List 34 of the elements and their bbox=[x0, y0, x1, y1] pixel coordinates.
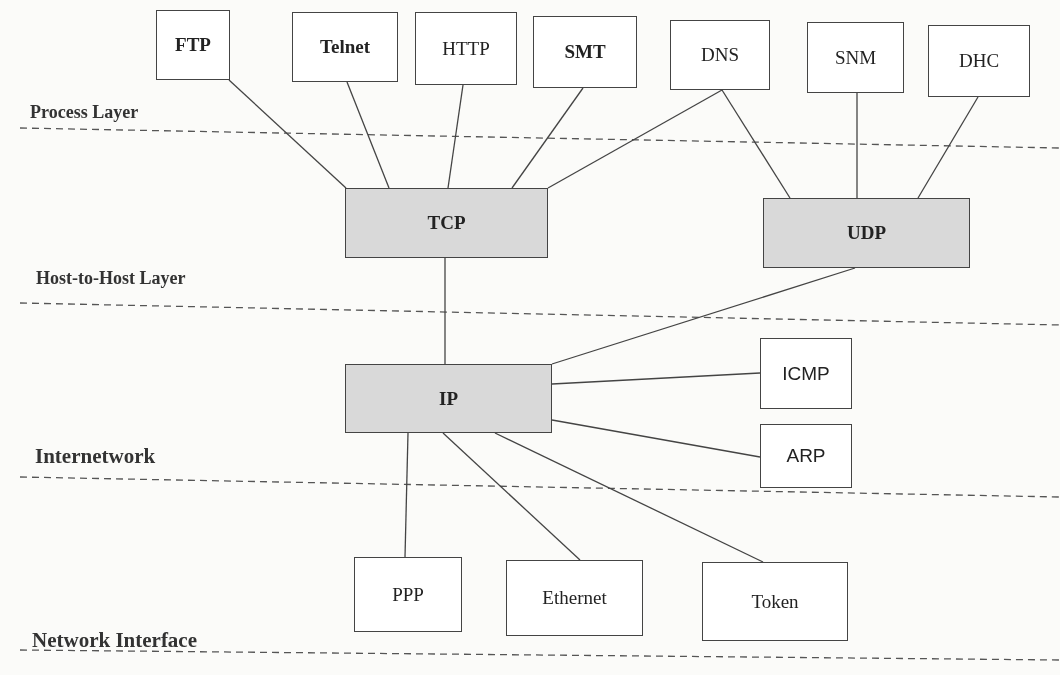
connector-line bbox=[494, 432, 764, 563]
protocol-box: TCP bbox=[345, 188, 548, 258]
protocol-box: PPP bbox=[354, 557, 462, 632]
connector-line bbox=[442, 432, 581, 561]
connector-line bbox=[856, 92, 858, 199]
protocol-box: ICMP bbox=[760, 338, 852, 409]
connector-line bbox=[444, 257, 446, 365]
layer-label: Process Layer bbox=[30, 102, 139, 123]
protocol-box: IP bbox=[345, 364, 552, 433]
connector-line bbox=[228, 79, 347, 189]
connector-line bbox=[551, 267, 856, 365]
connector-line bbox=[447, 84, 464, 189]
connector-line bbox=[346, 81, 390, 189]
connector-line bbox=[551, 372, 761, 385]
protocol-box: Telnet bbox=[292, 12, 398, 82]
protocol-box: HTTP bbox=[415, 12, 517, 85]
protocol-box: Token bbox=[702, 562, 848, 641]
layer-label: Host-to-Host Layer bbox=[36, 268, 186, 289]
connector-line bbox=[551, 419, 761, 458]
protocol-box: UDP bbox=[763, 198, 970, 268]
protocol-box: DHC bbox=[928, 25, 1030, 97]
protocol-box: SNM bbox=[807, 22, 904, 93]
layer-label: Internetwork bbox=[35, 444, 156, 469]
connector-line bbox=[721, 89, 791, 199]
layer-label: Network Interface bbox=[32, 628, 198, 653]
protocol-box: Ethernet bbox=[506, 560, 643, 636]
connector-line bbox=[404, 432, 409, 558]
protocol-box: ARP bbox=[760, 424, 852, 488]
connector-line bbox=[547, 89, 723, 189]
connector-line bbox=[917, 96, 979, 199]
protocol-box: SMT bbox=[533, 16, 637, 88]
protocol-box: FTP bbox=[156, 10, 230, 80]
protocol-box: DNS bbox=[670, 20, 770, 90]
connector-line bbox=[511, 87, 584, 189]
